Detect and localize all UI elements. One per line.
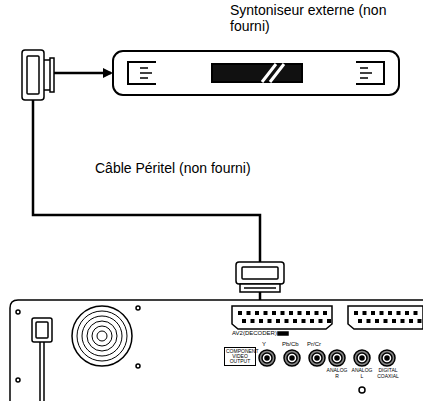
jack-label: Pb/Cb xyxy=(282,341,299,348)
jack-label: DIGITAL COAXIAL xyxy=(375,368,401,380)
jack-label: ANALOG R xyxy=(325,368,349,380)
panel-outline xyxy=(10,300,423,401)
rear-panel: AV2(DECODER) COMPONENT VIDEO OUTPUT Y Pb/Cb… xyxy=(10,300,423,401)
socket-label: AV2(DECODER) xyxy=(232,330,277,337)
jack-label: Y xyxy=(262,341,266,348)
external-tuner: Syntoniseur externe (non fourni) xyxy=(112,50,400,96)
scart-cable xyxy=(33,73,260,300)
scart-plug xyxy=(22,50,54,100)
node-heading: Syntoniseur externe (non fourni) xyxy=(230,2,405,34)
cable-label: Câble Péritel (non fourni) xyxy=(95,160,251,176)
scart-plug xyxy=(236,262,284,292)
tuner-outline xyxy=(112,50,400,96)
panel-label: COMPONENT VIDEO OUTPUT xyxy=(224,347,256,366)
jack-label: Pr/Cr xyxy=(307,341,321,348)
jack-label: ANALOG L xyxy=(350,368,374,380)
